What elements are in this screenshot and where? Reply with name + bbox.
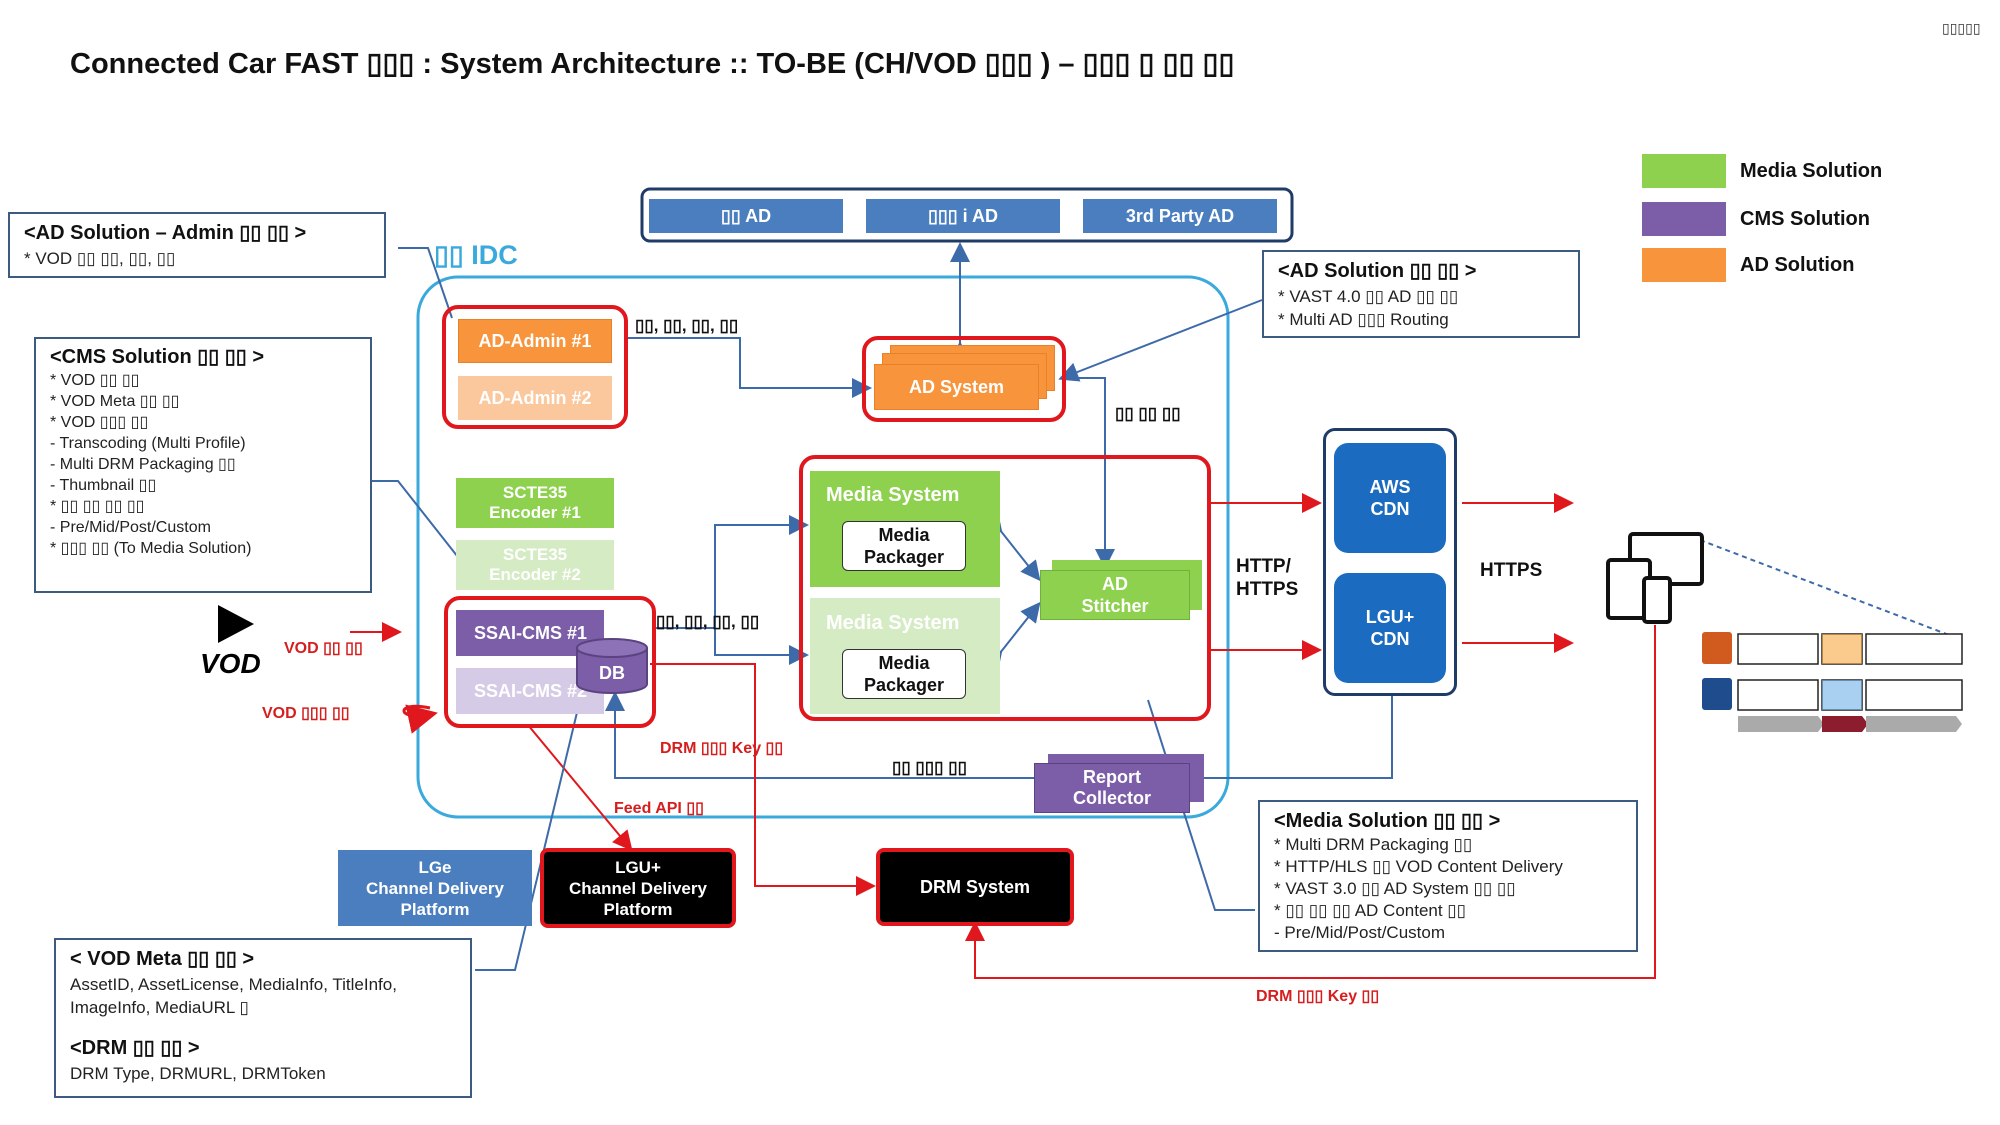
legend-ad: AD Solution (1740, 254, 1855, 276)
lgu-cdn-node: LGU+ CDN (1334, 573, 1446, 683)
note-line: - Pre/Mid/Post/Custom (1274, 923, 1445, 942)
media-system-1-label: Media System (826, 484, 960, 506)
ad-system-frame (862, 336, 1066, 422)
media-packager-1-node: Media Packager (842, 521, 966, 571)
idc-label: ▯▯ IDC (434, 240, 518, 270)
ad-source-2: ▯▯▯ i AD (866, 199, 1060, 233)
ad-source-3: 3rd Party AD (1083, 199, 1277, 233)
note-line: * HTTP/HLS ▯▯ VOD Content Delivery (1274, 857, 1563, 876)
note-media-solution: <Media Solution ▯▯ ▯▯ > * Multi DRM Pack… (1258, 800, 1638, 952)
label-feed-api: Feed API ▯▯ (614, 800, 704, 817)
note-vod-meta-title: < VOD Meta ▯▯ ▯▯ > (70, 948, 255, 970)
legend-media: Media Solution (1740, 160, 1883, 182)
note-line: * VOD Meta ▯▯ ▯▯ (50, 393, 180, 410)
ad-sources-frame (640, 187, 1294, 243)
legend-cms: CMS Solution (1740, 208, 1870, 230)
label-report-back: ▯▯ ▯▯▯ ▯▯ (892, 758, 967, 777)
idc-container (416, 275, 1230, 819)
media-system-group-frame (799, 455, 1211, 721)
db-cylinder-icon (576, 638, 648, 694)
note-line: * ▯▯ ▯▯ ▯▯ ▯▯ (50, 498, 145, 515)
client-devices-icon (1606, 532, 1704, 624)
db-label: DB (599, 663, 625, 683)
legend-swatch-media (1642, 154, 1726, 188)
note-drm-title: <DRM ▯▯ ▯▯ > (70, 1037, 200, 1059)
ad-admin-2-node: AD-Admin #2 (458, 376, 612, 420)
label-vod-meta-in: VOD ▯▯▯ ▯▯ (262, 705, 350, 722)
ad-admin-group-frame (442, 305, 628, 429)
note-line: * VOD ▯▯ ▯▯, ▯▯, ▯▯ (24, 249, 176, 268)
ssai-cms-group-frame (444, 596, 656, 728)
note-line: * ▯▯▯ ▯▯ (To Media Solution) (50, 540, 252, 557)
note-line: DRM Type, DRMURL, DRMToken (70, 1064, 326, 1083)
note-line: * VOD ▯▯ ▯▯ (50, 372, 140, 389)
ad-admin-1-node: AD-Admin #1 (458, 319, 612, 363)
note-vod-meta: < VOD Meta ▯▯ ▯▯ > AssetID, AssetLicense… (54, 938, 472, 1098)
label-drm-key-1: DRM ▯▯▯ Key ▯▯ (660, 740, 784, 757)
note-line: - Transcoding (Multi Profile) (50, 435, 246, 452)
lge-platform-node: LGe Channel Delivery Platform (338, 850, 532, 926)
media-system-2-label: Media System (826, 612, 960, 634)
note-line: * Multi DRM Packaging ▯▯ (1274, 835, 1473, 854)
note-line: AssetID, AssetLicense, MediaInfo, TitleI… (70, 975, 397, 994)
label-cms-to-media: ▯▯, ▯▯, ▯▯, ▯▯ (656, 612, 760, 631)
note-ad-solution-title: <AD Solution ▯▯ ▯▯ > (1278, 260, 1477, 282)
note-line: * VOD ▯▯▯ ▯▯ (50, 414, 149, 431)
report-collector-node: Report Collector (1034, 763, 1190, 813)
ad-timeline-illustration (1702, 632, 1963, 732)
note-cms-title: <CMS Solution ▯▯ ▯▯ > (50, 346, 265, 368)
ssai-cms-1-node: SSAI-CMS #1 (456, 610, 604, 656)
ad-system-node: AD System (874, 364, 1039, 410)
note-line: * ▯▯ ▯▯ ▯▯ AD Content ▯▯ (1274, 901, 1467, 920)
legend-swatch-cms (1642, 202, 1726, 236)
note-line: * VAST 3.0 ▯▯ AD System ▯▯ ▯▯ (1274, 879, 1516, 898)
note-line: * VAST 4.0 ▯▯ AD ▯▯ ▯▯ (1278, 287, 1459, 306)
ad-stitcher-node: AD Stitcher (1040, 570, 1190, 620)
page-number: ▯▯▯▯▯ (1942, 20, 1981, 36)
ad-source-1: ▯▯ AD (649, 199, 843, 233)
note-line: ImageInfo, MediaURL ▯ (70, 998, 249, 1017)
media-packager-2-node: Media Packager (842, 649, 966, 699)
note-ad-solution: <AD Solution ▯▯ ▯▯ > * VAST 4.0 ▯▯ AD ▯▯… (1262, 250, 1580, 338)
lgu-platform-node: LGU+ Channel Delivery Platform (540, 848, 736, 928)
scte35-encoder-2-node: SCTE35 Encoder #2 (456, 540, 614, 590)
page-title: Connected Car FAST ▯▯▯ : System Architec… (70, 48, 1235, 80)
note-media-solution-title: <Media Solution ▯▯ ▯▯ > (1274, 810, 1501, 832)
aws-cdn-node: AWS CDN (1334, 443, 1446, 553)
note-line: - Multi DRM Packaging ▯▯ (50, 456, 236, 473)
note-line: - Pre/Mid/Post/Custom (50, 519, 211, 536)
label-https: HTTPS (1480, 560, 1543, 581)
label-ad-to-stitcher: ▯▯ ▯▯ ▯▯ (1115, 404, 1181, 423)
note-line: * Multi AD ▯▯▯ Routing (1278, 310, 1449, 329)
legend-swatch-ad (1642, 248, 1726, 282)
drm-system-node: DRM System (876, 848, 1074, 926)
label-admin-to-ad: ▯▯, ▯▯, ▯▯, ▯▯ (635, 316, 739, 335)
vod-logo-text: VOD (200, 648, 261, 679)
scte35-encoder-1-node: SCTE35 Encoder #1 (456, 478, 614, 528)
cdn-frame (1323, 428, 1457, 696)
label-http: HTTP/ HTTPS (1236, 556, 1299, 600)
note-ad-admin: <AD Solution – Admin ▯▯ ▯▯ > * VOD ▯▯ ▯▯… (8, 212, 386, 278)
play-icon (218, 605, 254, 643)
label-drm-key-2: DRM ▯▯▯ Key ▯▯ (1256, 988, 1380, 1005)
note-ad-admin-title: <AD Solution – Admin ▯▯ ▯▯ > (24, 222, 307, 244)
note-cms: <CMS Solution ▯▯ ▯▯ > * VOD ▯▯ ▯▯ * VOD … (34, 337, 372, 593)
label-vod-in: VOD ▯▯ ▯▯ (284, 640, 363, 657)
note-line: - Thumbnail ▯▯ (50, 477, 157, 494)
